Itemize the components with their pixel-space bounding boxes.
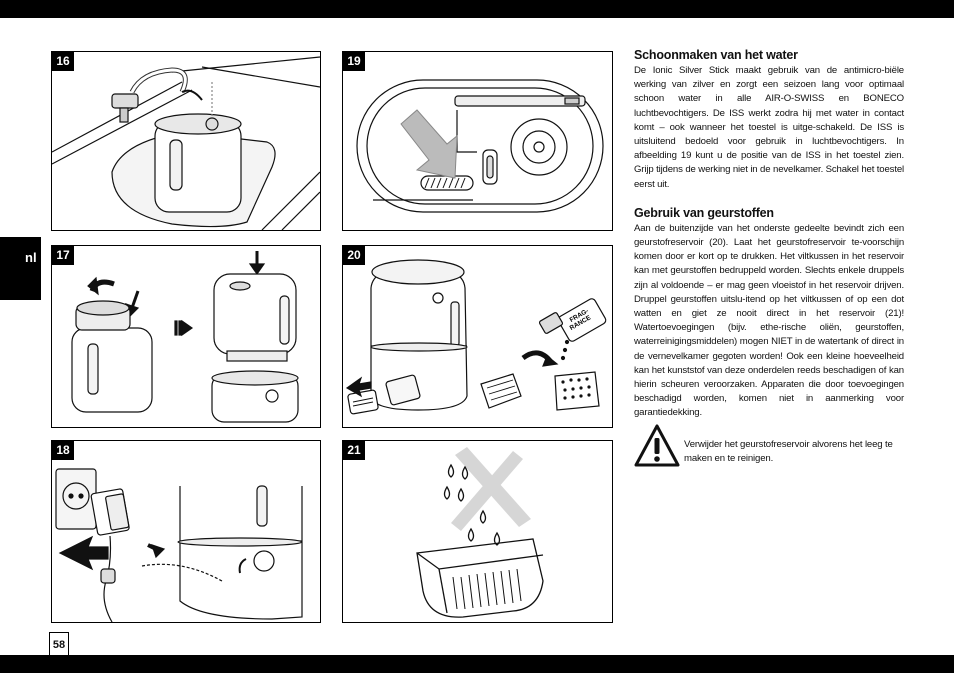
figure-20: 20 [342, 245, 613, 428]
section-body: Aan de buitenzijde van het onderste gede… [634, 222, 904, 419]
warning-triangle-icon [634, 424, 680, 467]
figure-number: 20 [343, 246, 365, 265]
warning-note: Verwijder het geurstofreservoir alvorens… [634, 424, 904, 470]
figure-number: 18 [52, 441, 74, 460]
figure-19: 19 [342, 51, 613, 231]
warning-text: Verwijder het geurstofreservoir alvorens… [684, 439, 893, 464]
text-column: Schoonmaken van het water De Ionic Silve… [634, 48, 904, 421]
section-title: Schoonmaken van het water [634, 48, 798, 62]
page-number: 58 [49, 632, 69, 655]
tap-filling-tank-illustration [52, 56, 320, 230]
figure-number: 17 [52, 246, 74, 265]
figure-18: 18 [51, 440, 321, 623]
power-adapter-illustration [55, 468, 303, 622]
fragrance-container-illustration: FRAG- RANCE [345, 259, 607, 415]
figure-number: 19 [343, 52, 365, 71]
figure-number: 21 [343, 441, 365, 460]
section-title: Gebruik van geurstoffen [634, 205, 774, 220]
language-tab-label: nl [25, 250, 37, 265]
figure-16: 16 [51, 51, 321, 231]
bottom-black-bar [0, 655, 954, 673]
section-body: De Ionic Silver Stick maakt gebruik van … [634, 65, 904, 190]
no-liquid-in-reservoir-illustration [416, 447, 544, 618]
figure-number: 16 [52, 52, 74, 71]
figure-21: 21 [342, 440, 613, 623]
top-black-bar [0, 0, 954, 18]
language-tab: nl [0, 237, 41, 300]
ionic-silver-stick-position-illustration [356, 79, 604, 213]
figure-17: 17 [51, 245, 321, 428]
tank-assembly-illustration [71, 251, 299, 423]
